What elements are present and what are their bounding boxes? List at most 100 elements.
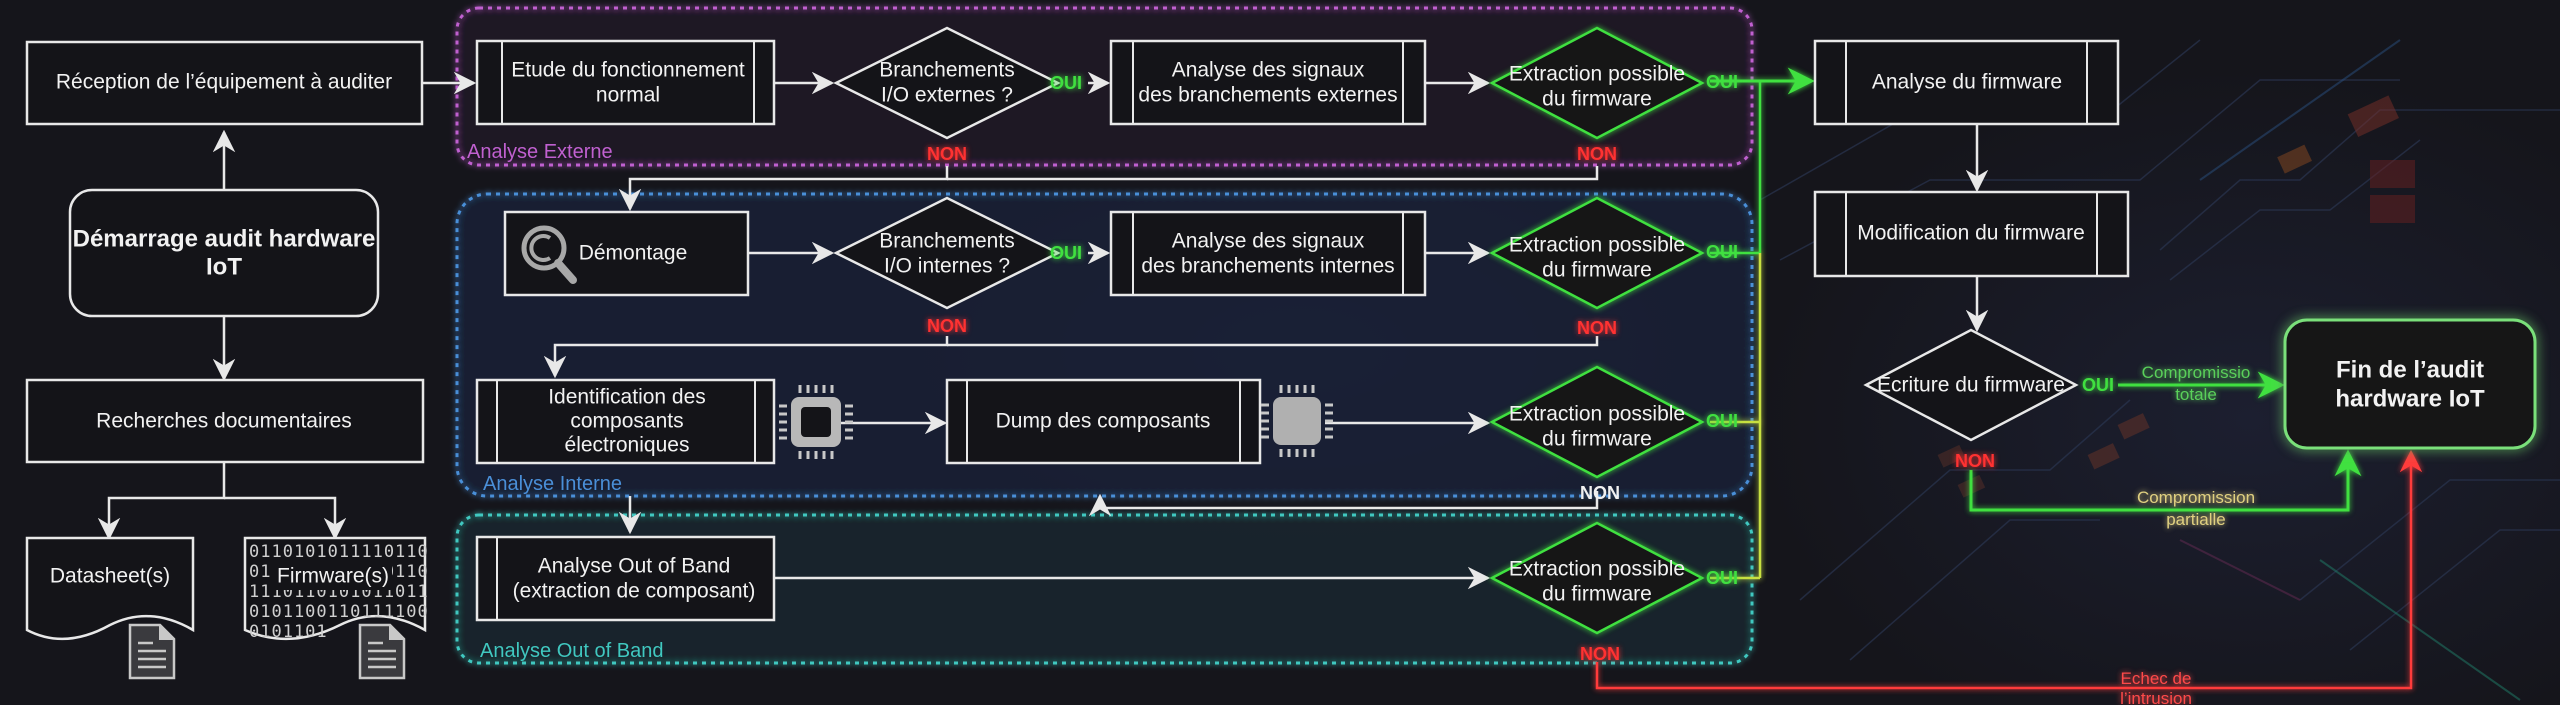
decision-extraction-4[interactable]: Extraction possible du firmware (1489, 521, 1705, 635)
node-start-line1: Démarrage audit hardware (73, 225, 376, 252)
node-label-line2: des branchements internes (1141, 255, 1394, 278)
magnifier-icon (521, 225, 577, 284)
edge-echec-fin (1595, 449, 2423, 690)
node-label-line1: Identification des (548, 386, 706, 409)
edge-non-fin (1969, 449, 2362, 512)
edge-label-compromission-totale: Compromissio (2142, 363, 2251, 382)
binary-text: 0110101011110110 0110101011110110 111011… (249, 542, 429, 642)
node-label-line2: (extraction de composant) (513, 580, 756, 603)
light-streaks (2179, 39, 2521, 701)
edge-extract2-non (947, 336, 1599, 347)
chip-icon (779, 385, 853, 459)
node-analyse-firmware-label: Analyse du firmware (1872, 71, 2062, 94)
edge-branchext-non (618, 166, 949, 212)
edge-recherches-firmware (224, 496, 347, 541)
group-label-outofband: Analyse Out of Band (480, 640, 663, 662)
edge-recherches-datasheet (97, 440, 226, 541)
node-dump[interactable]: Dump des composants (945, 378, 1262, 465)
edge-label-compromission-partielle: Compromission (2137, 488, 2255, 507)
no-label: NON (927, 316, 967, 336)
node-firmware-doc[interactable]: 0110101011110110 0110101011110110 111011… (243, 536, 429, 642)
decision-label-line2: du firmware (1542, 259, 1652, 282)
decision-label-line1: Branchements (879, 59, 1014, 82)
node-reception-label: Réception de l’équipement à auditer (56, 71, 392, 94)
node-recherches-label: Recherches documentaires (96, 410, 352, 433)
edge-label-echec: l’intrusion (2120, 689, 2192, 705)
node-label-line1: Analyse des signaux (1172, 59, 1365, 82)
decision-label-line1: Extraction possible (1509, 63, 1685, 86)
node-recherches[interactable]: Recherches documentaires (25, 378, 425, 464)
decision-label-line1: Branchements (879, 230, 1014, 253)
chip-filled-icon (1261, 385, 1333, 457)
node-out-of-band[interactable]: Analyse Out of Band (extraction de compo… (475, 535, 776, 622)
node-modification-firmware[interactable]: Modification du firmware (1813, 190, 2130, 278)
edges-fail (1595, 449, 2423, 690)
edge-label-echec: Echec de (2121, 669, 2192, 688)
yes-label: OUI (1706, 568, 1738, 588)
group-label-internal: Analyse Interne (483, 473, 622, 495)
node-demontage-label: Démontage (579, 242, 688, 265)
node-datasheet-label: Datasheet(s) (50, 565, 170, 588)
document-icon (128, 623, 176, 680)
edge-label-compromission-partielle: partialle (2166, 510, 2226, 529)
decision-label-line2: du firmware (1542, 583, 1652, 606)
node-analyse-firmware[interactable]: Analyse du firmware (1813, 39, 2120, 126)
node-label-line2: des branchements externes (1138, 84, 1397, 107)
yes-label: OUI (1050, 243, 1082, 263)
no-label: NON (1577, 144, 1617, 164)
group-label-external: Analyse Externe (467, 141, 613, 163)
edge-extract3-non (1088, 491, 1599, 517)
decision-ecriture-firmware[interactable]: Ecriture du firmware (1863, 328, 2079, 442)
yes-label: OUI (1706, 72, 1738, 92)
node-fin[interactable]: Fin de l’audit hardware IoT (2283, 318, 2537, 450)
yes-label: OUI (1706, 242, 1738, 262)
node-etude-line1: Etude du fonctionnement (511, 59, 745, 82)
node-signaux-externes[interactable]: Analyse des signaux des branchements ext… (1109, 39, 1427, 126)
binary-line: 0101100110111100 (249, 602, 429, 622)
node-start[interactable]: Démarrage audit hardware IoT (68, 188, 380, 318)
decision-label-line1: Extraction possible (1509, 558, 1685, 581)
decision-label-line1: Extraction possible (1509, 234, 1685, 257)
node-datasheet[interactable]: Datasheet(s) (25, 536, 195, 641)
edges-success (1710, 67, 2362, 580)
group-outofband: Analyse Out of Band (455, 513, 1754, 665)
edge-label-compromission-totale: totale (2175, 385, 2217, 404)
document-icon (358, 623, 406, 680)
no-label: NON (1580, 644, 1620, 664)
node-etude-line2: normal (596, 84, 660, 107)
node-dump-label: Dump des composants (996, 410, 1211, 433)
no-label: NON (1580, 483, 1620, 503)
no-label: NON (1577, 318, 1617, 338)
no-label: NON (1955, 451, 1995, 471)
node-identification[interactable]: Identification des composants électroniq… (475, 378, 776, 465)
yes-label: OUI (1706, 411, 1738, 431)
decision-label-line1: Extraction possible (1509, 403, 1685, 426)
yes-label: OUI (1050, 73, 1082, 93)
node-demontage[interactable]: Démontage (503, 210, 750, 297)
decision-branchements-externes[interactable]: Branchements I/O externes ? (833, 26, 1061, 140)
edge-branchint-non (543, 336, 949, 379)
decision-extraction-1[interactable]: Extraction possible du firmware (1489, 26, 1705, 140)
node-start-line2: IoT (206, 253, 242, 280)
decision-label-line2: I/O externes ? (881, 84, 1013, 107)
node-fin-line2: hardware IoT (2335, 385, 2485, 412)
decision-label-line2: du firmware (1542, 88, 1652, 111)
decision-branchements-internes[interactable]: Branchements I/O internes ? (833, 196, 1061, 310)
node-etude[interactable]: Etude du fonctionnement normal (475, 39, 776, 126)
node-signaux-internes[interactable]: Analyse des signaux des branchements int… (1109, 210, 1427, 297)
decision-ecriture-label: Ecriture du firmware (1877, 374, 2065, 397)
node-label-line3: électroniques (565, 434, 690, 457)
decision-extraction-3[interactable]: Extraction possible du firmware (1489, 365, 1705, 479)
node-label-line1: Analyse Out of Band (538, 555, 731, 578)
node-label-line2: composants (570, 410, 683, 433)
binary-line: 0110101011110110 (249, 542, 429, 562)
node-reception[interactable]: Réception de l’équipement à auditer (25, 40, 424, 126)
edge-extract1-non (947, 166, 1599, 181)
decision-extraction-2[interactable]: Extraction possible du firmware (1489, 196, 1705, 310)
no-label: NON (927, 144, 967, 164)
node-fin-line1: Fin de l’audit (2336, 356, 2484, 383)
node-label-line1: Analyse des signaux (1172, 230, 1365, 253)
decision-label-line2: du firmware (1542, 428, 1652, 451)
node-modification-firmware-label: Modification du firmware (1857, 222, 2085, 245)
